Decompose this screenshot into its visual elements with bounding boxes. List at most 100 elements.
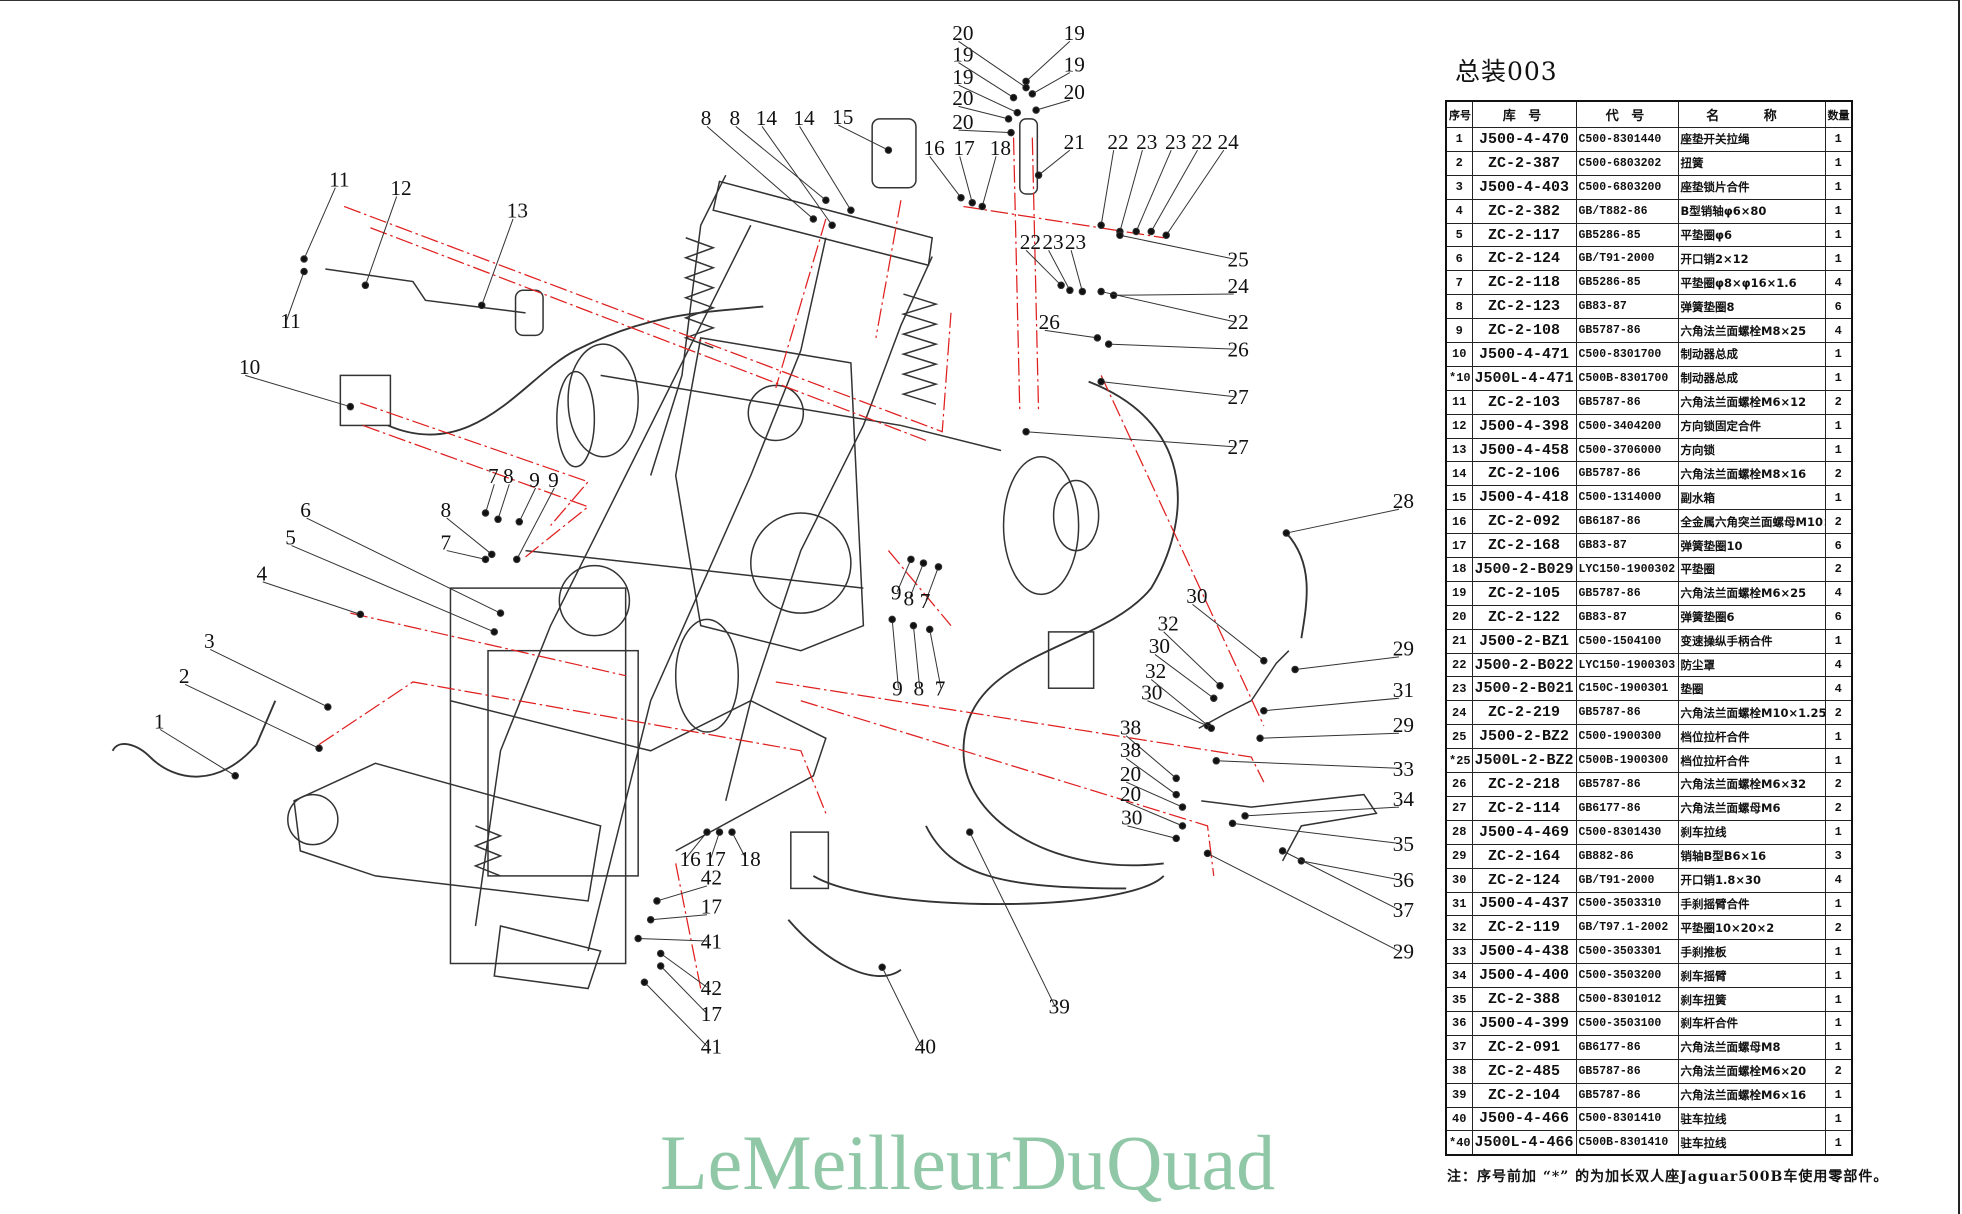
leader-dot — [1032, 106, 1040, 114]
quantity: 2 — [1824, 772, 1853, 797]
row-index: 32 — [1445, 915, 1473, 941]
part-name: 全金属六角突兰面螺母M10×1.25 — [1677, 509, 1826, 535]
row-index: 9 — [1445, 318, 1473, 344]
callout-18: 18 — [978, 136, 1011, 211]
callout-40: 40 — [878, 963, 936, 1059]
part-code: GB5787-86 — [1575, 389, 1679, 415]
stock-number: ZC-2-108 — [1471, 318, 1577, 344]
stock-number: J500-2-B021 — [1471, 676, 1577, 702]
row-index: 36 — [1445, 1010, 1473, 1036]
stock-number: ZC-2-218 — [1471, 772, 1577, 797]
leader-dot — [1028, 90, 1037, 98]
part-code: LYC150-1900302 — [1575, 557, 1679, 582]
stock-number: J500L-4-466 — [1471, 1130, 1577, 1156]
callout-17: 17 — [656, 962, 722, 1026]
leader-line — [981, 156, 997, 207]
part-code: C500-8301700 — [1575, 342, 1679, 367]
leader-dot — [968, 198, 977, 207]
row-index: 21 — [1445, 628, 1473, 654]
leader-dot — [907, 555, 915, 564]
part-name: 手刹摇臂合件 — [1677, 891, 1826, 917]
row-index: 37 — [1445, 1034, 1473, 1060]
stock-number: J500-2-BZ2 — [1471, 724, 1577, 750]
part-code: C150C-1900301 — [1575, 676, 1679, 702]
part-code: GB5787-86 — [1575, 1082, 1679, 1108]
leader-dot — [703, 828, 711, 836]
leader-line — [909, 562, 924, 599]
part-code: GB5787-86 — [1575, 1058, 1679, 1084]
quantity: 1 — [1824, 819, 1853, 845]
callout-number: 9 — [892, 677, 903, 701]
leader-line — [1260, 732, 1399, 739]
callout-23: 23 — [1132, 130, 1186, 236]
callout-number: 41 — [701, 1035, 722, 1059]
leader-line — [1125, 757, 1177, 795]
leader-line — [958, 84, 1018, 114]
callout-number: 2 — [179, 664, 190, 688]
callout-20: 20 — [952, 21, 1030, 92]
leader-line — [1026, 431, 1234, 448]
quantity: 1 — [1824, 748, 1853, 774]
components — [325, 118, 1378, 890]
callout-number: 8 — [440, 498, 451, 522]
callout-number: 23 — [1165, 130, 1186, 154]
callout-number: 23 — [1065, 230, 1086, 254]
leader-line — [1108, 343, 1234, 350]
quantity: 1 — [1824, 365, 1853, 391]
leader-dot — [934, 563, 943, 571]
leader-dot — [324, 703, 332, 711]
header-code: 代 号 — [1575, 100, 1679, 128]
stock-number: ZC-2-388 — [1471, 987, 1577, 1012]
callout-8: 8 — [909, 621, 924, 701]
leader-line — [1038, 149, 1071, 176]
callout-number: 17 — [953, 136, 975, 160]
leader-dot — [300, 267, 308, 276]
callout-22: 22 — [1097, 130, 1129, 229]
leader-dot — [966, 828, 974, 836]
leader-line — [446, 550, 486, 560]
leader-line — [1154, 654, 1215, 699]
leader-dot — [1104, 340, 1113, 348]
leader-dot — [634, 934, 642, 943]
leader-line — [159, 729, 236, 777]
part-code: C500-3706000 — [1575, 437, 1679, 463]
row-index: 5 — [1445, 222, 1473, 248]
part-name: 六角法兰面螺母M6 — [1677, 795, 1826, 821]
callout-29: 29 — [1203, 849, 1414, 963]
part-name: B型销轴φ6×80 — [1677, 198, 1826, 224]
leader-line — [306, 517, 501, 614]
part-name: 六角法兰面螺栓M10×1.25×45×20 — [1677, 700, 1826, 726]
callout-number: 31 — [1393, 678, 1414, 702]
leader-line — [364, 196, 398, 286]
callout-25: 25 — [1116, 231, 1249, 272]
row-index: 28 — [1445, 819, 1473, 845]
quantity: 4 — [1824, 580, 1853, 606]
callout-26: 26 — [1104, 338, 1249, 362]
leader-dot — [925, 625, 934, 634]
callout-42: 42 — [656, 949, 722, 1000]
leader-line — [1100, 150, 1115, 226]
leader-dot — [1034, 171, 1043, 179]
callout-number: 35 — [1393, 832, 1414, 856]
callout-number: 24 — [1218, 130, 1240, 154]
part-name: 弹簧垫圈8 — [1677, 294, 1826, 320]
part-code: GB/T97.1-2002 — [1575, 915, 1679, 941]
leader-dot — [957, 193, 965, 202]
leader-line — [1101, 291, 1234, 323]
callout-7: 7 — [925, 625, 946, 701]
callout-9: 9 — [513, 468, 559, 564]
part-name: 档位拉杆合件 — [1677, 724, 1826, 750]
callout-number: 25 — [1228, 248, 1249, 272]
stock-number: J500-4-399 — [1471, 1010, 1577, 1036]
part-code: C500B-8301410 — [1575, 1130, 1679, 1156]
callout-number: 39 — [1049, 995, 1070, 1019]
leader-dot — [1097, 221, 1105, 229]
rear-axle — [293, 762, 602, 902]
leader-line — [1165, 149, 1225, 236]
leader-line — [799, 126, 852, 211]
part-code: C500-6803200 — [1575, 174, 1679, 200]
